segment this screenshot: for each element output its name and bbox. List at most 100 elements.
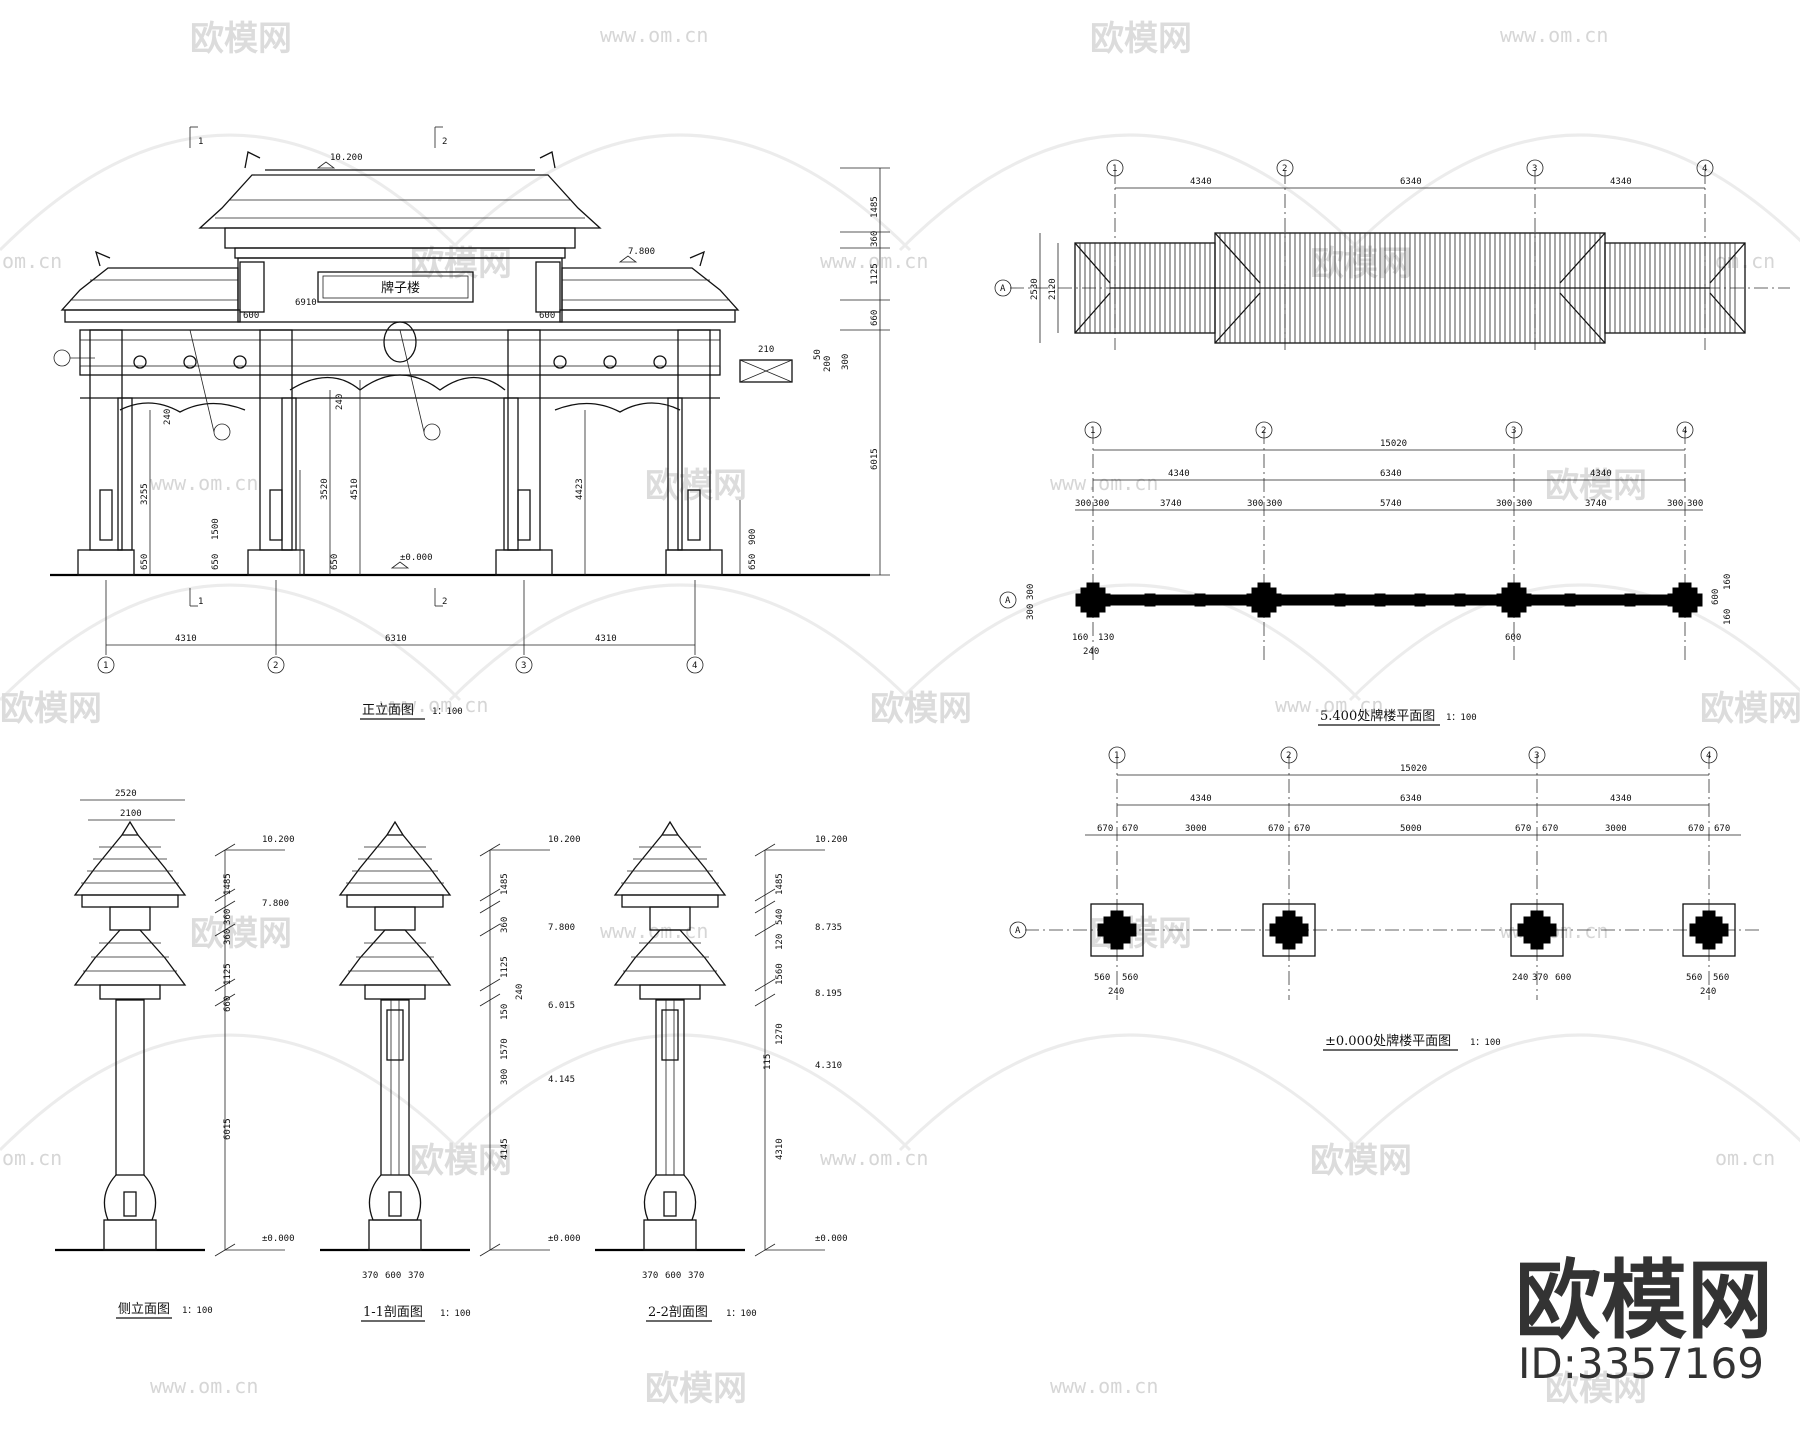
roof-plan: 1 2 3 4 A 4340 6340 4340 2530 2120 <box>994 159 1790 350</box>
beam-block <box>1144 593 1156 607</box>
watermark-url: www.om.cn <box>600 919 708 943</box>
base-panel <box>388 1191 402 1217</box>
name-plaque <box>317 271 474 303</box>
svg-text:300: 300 <box>1266 499 1282 509</box>
svg-text:370: 370 <box>688 1271 704 1281</box>
pier-cap <box>1678 582 1692 618</box>
svg-text:4.310: 4.310 <box>815 1061 842 1071</box>
pier-cap <box>1086 582 1100 618</box>
svg-text:3000: 3000 <box>1185 824 1207 834</box>
svg-text:600: 600 <box>385 1271 401 1281</box>
svg-text:200: 200 <box>823 356 833 372</box>
dimension-tick <box>754 900 776 914</box>
svg-text:300: 300 <box>1496 499 1512 509</box>
pier-core <box>1282 910 1296 950</box>
svg-text:2: 2 <box>442 597 447 607</box>
svg-text:1：100: 1：100 <box>1470 1038 1501 1048</box>
lower-roof <box>73 929 187 986</box>
svg-text:1：100: 1：100 <box>726 1309 757 1319</box>
ridge <box>386 820 404 836</box>
svg-text:1560: 1560 <box>775 963 785 985</box>
capital <box>99 984 161 1000</box>
watermark-url: www.om.cn <box>600 23 708 47</box>
pier-core <box>1530 910 1544 950</box>
svg-text:4510: 4510 <box>350 478 360 500</box>
svg-text:6910: 6910 <box>295 298 317 308</box>
watermark-url: www.om.cn <box>820 1146 928 1170</box>
svg-text:160: 160 <box>1723 609 1733 625</box>
svg-text:560: 560 <box>1094 973 1110 983</box>
svg-text:650: 650 <box>211 554 221 570</box>
svg-text:300: 300 <box>1026 584 1036 600</box>
svg-text:670: 670 <box>1542 824 1558 834</box>
svg-text:4340: 4340 <box>1610 177 1632 187</box>
svg-text:240: 240 <box>163 409 173 425</box>
svg-text:4340: 4340 <box>1190 177 1212 187</box>
svg-text:1485: 1485 <box>775 873 785 895</box>
dimension-tick <box>214 923 236 937</box>
beam-block <box>1454 593 1466 607</box>
svg-text:1125: 1125 <box>870 263 880 285</box>
upper-roof <box>73 834 187 896</box>
watermark-logo: 欧模网 <box>1310 1141 1412 1181</box>
svg-text:1: 1 <box>1114 751 1119 761</box>
pier-core <box>1702 910 1716 950</box>
watermark-url: www.om.cn <box>380 693 488 717</box>
svg-text:15020: 15020 <box>1400 764 1427 774</box>
svg-text:240: 240 <box>1108 987 1124 997</box>
base-panel <box>663 1191 677 1217</box>
svg-text:1: 1 <box>198 137 203 147</box>
watermark-url: www.om.cn <box>820 249 928 273</box>
watermark-logo: 欧模网 <box>190 19 292 59</box>
svg-text:10.200: 10.200 <box>262 835 295 845</box>
dimension-tick <box>754 888 776 902</box>
svg-text:670: 670 <box>1515 824 1531 834</box>
svg-text:660: 660 <box>223 996 233 1012</box>
svg-text:1570: 1570 <box>500 1038 510 1060</box>
watermark-logo: 欧模网 <box>1700 689 1800 729</box>
svg-text:660: 660 <box>870 310 880 326</box>
svg-text:6015: 6015 <box>223 1118 233 1140</box>
brand-block: 欧模网 ID:3357169 <box>1515 1251 1773 1388</box>
svg-text:300: 300 <box>1516 499 1532 509</box>
dimension-tick <box>214 888 236 902</box>
svg-text:560: 560 <box>1686 973 1702 983</box>
upper-roof <box>613 834 727 896</box>
pier-base <box>1090 903 1144 957</box>
brand-logo: 欧模网 <box>1515 1251 1773 1351</box>
watermark-url: www.om.cn <box>1050 1374 1158 1398</box>
svg-text:6340: 6340 <box>1400 177 1422 187</box>
svg-text:210: 210 <box>758 345 774 355</box>
pier-cap <box>1507 582 1521 618</box>
svg-text:4340: 4340 <box>1190 794 1212 804</box>
side-roof-left <box>60 250 241 323</box>
svg-text:50: 50 <box>813 349 823 360</box>
dimension-tick <box>754 993 776 1007</box>
watermark-logo: 欧模网 <box>410 244 512 284</box>
piers-0000 <box>1090 903 1736 957</box>
upper-roof <box>338 834 452 896</box>
column-base-ornament <box>103 1174 157 1221</box>
svg-text:2: 2 <box>1261 426 1266 436</box>
svg-text:6340: 6340 <box>1400 794 1422 804</box>
svg-text:10.200: 10.200 <box>330 153 363 163</box>
pier-base <box>1262 903 1316 957</box>
svg-text:3740: 3740 <box>1585 499 1607 509</box>
svg-text:1500: 1500 <box>211 518 221 540</box>
svg-text:1：100: 1：100 <box>440 1309 471 1319</box>
svg-text:4423: 4423 <box>575 478 585 500</box>
side-elevation-title: 侧立面图 <box>118 1302 170 1317</box>
svg-text:4: 4 <box>1702 164 1707 174</box>
svg-text:A: A <box>1000 284 1006 294</box>
brand-id: ID:3357169 <box>1518 1339 1764 1388</box>
dimension-tick <box>754 923 776 937</box>
column-shaft <box>115 999 145 1176</box>
svg-text:670: 670 <box>1097 824 1113 834</box>
front-elevation-title: 正立面图 <box>362 703 414 718</box>
dimension-tick <box>479 993 501 1007</box>
svg-text:8.735: 8.735 <box>815 923 842 933</box>
side-elevation-annotations: 2520 2100 10.200 7.800 ±0.000 1485 360 3… <box>80 789 848 1322</box>
watermark-logo: 欧模网 <box>190 914 292 954</box>
bracket <box>374 906 416 931</box>
svg-text:540: 540 <box>775 909 785 925</box>
